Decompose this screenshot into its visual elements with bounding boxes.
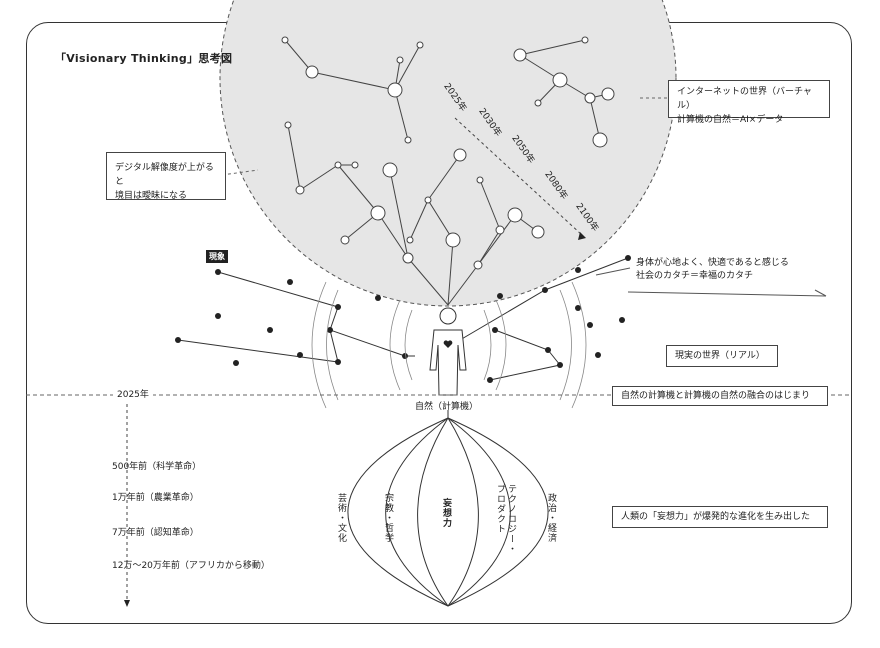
network-node: [424, 196, 432, 204]
network-node: [305, 65, 319, 79]
emanation-arcs: [311, 281, 587, 409]
virtual-world-circle: [219, 0, 677, 307]
callout-fusion: 自然の計算機と計算機の自然の融合のはじまり: [612, 386, 828, 406]
network-nodes: [281, 36, 615, 270]
network-node: [387, 82, 403, 98]
heart-icon: [443, 340, 453, 348]
network-node: [592, 132, 608, 148]
network-node: [453, 148, 467, 162]
network-node: [473, 260, 483, 270]
callout-line: 身体が心地よく、快適であると感じる: [636, 258, 789, 268]
network-node: [445, 232, 461, 248]
domain-label: 宗教・哲学: [383, 493, 393, 543]
network-node: [402, 252, 414, 264]
imagination-lens: [347, 417, 549, 607]
network-node: [581, 36, 589, 44]
domain-label: 政治・経済: [546, 493, 556, 543]
network-node: [495, 225, 505, 235]
network-node: [284, 121, 292, 129]
body-comfort-text: 身体が心地よく、快適であると感じる 社会のカタチ＝幸福のカタチ: [636, 257, 789, 283]
network-node: [370, 205, 386, 221]
network-tree: [284, 39, 609, 306]
network-node: [584, 92, 596, 104]
network-node: [531, 225, 545, 239]
domain-label: 芸術・文化: [336, 493, 346, 543]
callout-line: デジタル解像度が上がると: [115, 163, 214, 187]
network-node: [601, 87, 615, 101]
network-node: [351, 161, 359, 169]
phenomenon-tag: 現象: [206, 250, 228, 263]
callout-line: 社会のカタチ＝幸福のカタチ: [636, 271, 754, 281]
callout-line: 境目は曖昧になる: [115, 191, 188, 201]
callout-line: インターネットの世界（バーチャル）: [677, 87, 812, 111]
network-node: [416, 41, 424, 49]
network-node: [552, 72, 568, 88]
network-node: [295, 185, 305, 195]
callout-real-world: 現実の世界（リアル）: [666, 345, 778, 367]
history-item: 500年前（科学革命）: [112, 462, 202, 472]
network-node: [334, 161, 342, 169]
network-node: [507, 207, 523, 223]
past-timeline-arrow: [124, 600, 130, 607]
domain-label: テクノロジー・プロダクト: [495, 484, 516, 554]
future-timeline: [454, 117, 583, 236]
domain-label-center: 妄想力: [441, 498, 451, 528]
network-node: [396, 56, 404, 64]
network-node: [534, 99, 542, 107]
callout-virtual-world: インターネットの世界（バーチャル） 計算機の自然＝AI×データ: [668, 80, 830, 125]
network-node: [382, 162, 398, 178]
network-node: [476, 176, 484, 184]
figure-label: 自然（計算機）: [415, 402, 479, 412]
history-item: 1万年前（農業革命）: [112, 493, 199, 503]
history-item: 12万〜20万年前（アフリカから移動）: [112, 561, 270, 571]
network-node: [513, 48, 527, 62]
page-title: 「Visionary Thinking」思考図: [55, 52, 233, 65]
baseline-year: 2025年: [113, 389, 153, 402]
phenomena-dots: [175, 255, 631, 383]
network-node: [340, 235, 350, 245]
history-item: 7万年前（認知革命）: [112, 528, 199, 538]
callout-imagination: 人類の「妄想力」が爆発的な進化を生み出した: [612, 506, 828, 528]
future-timeline-arrow: [578, 232, 586, 240]
callout-line: 計算機の自然＝AI×データ: [677, 115, 784, 125]
network-node: [281, 36, 289, 44]
human-figure: [429, 307, 467, 396]
network-node: [406, 236, 414, 244]
callout-digital-resolution: デジタル解像度が上がると 境目は曖昧になる: [106, 152, 226, 201]
network-node: [404, 136, 412, 144]
